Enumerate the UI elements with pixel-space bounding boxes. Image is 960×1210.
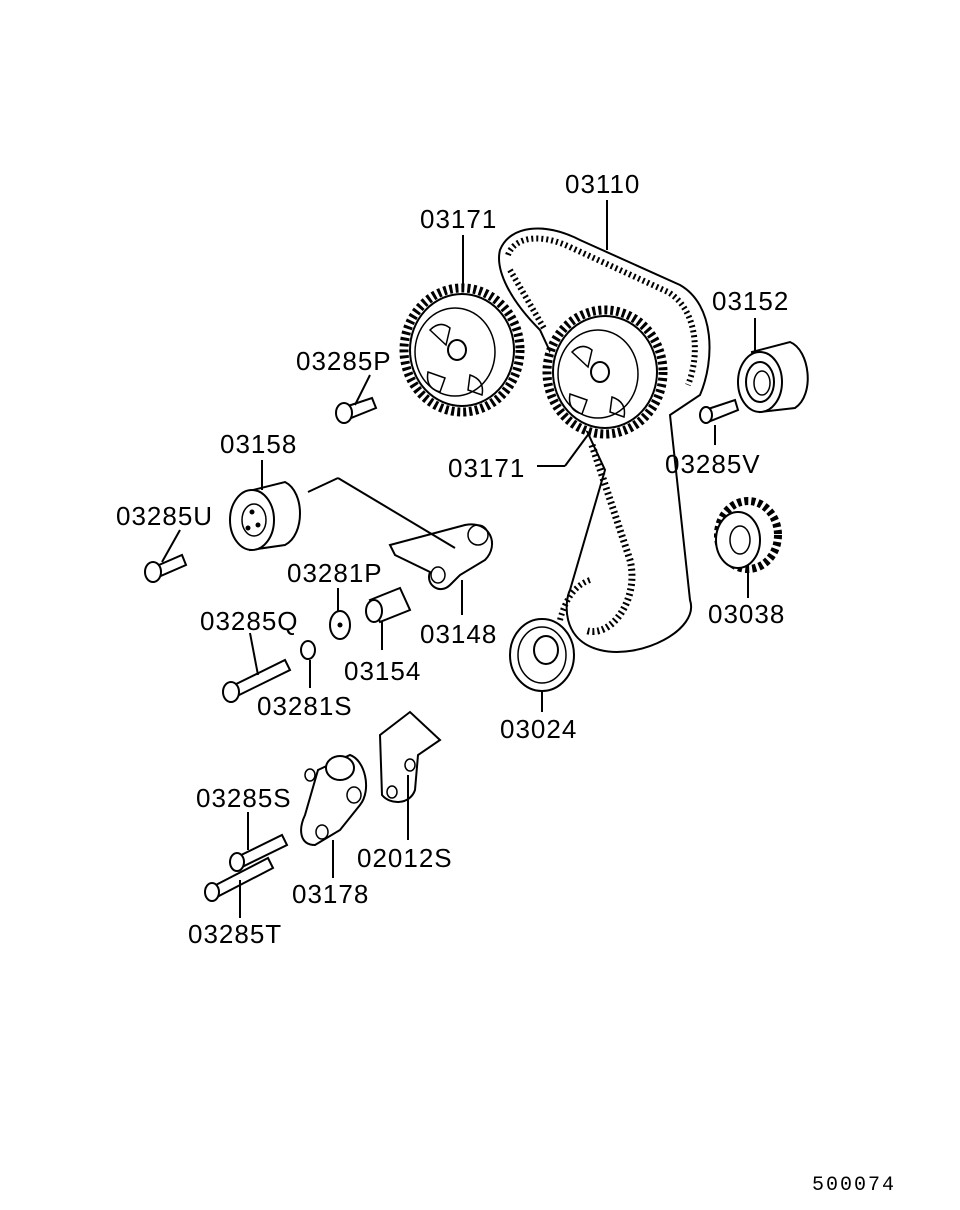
part-label-03285p: 03285P bbox=[296, 346, 392, 376]
part-label-03281p: 03281P bbox=[287, 558, 383, 588]
leader-lines bbox=[161, 200, 756, 918]
crank-flange-drawing bbox=[509, 618, 575, 692]
bolt-03285u-drawing bbox=[144, 553, 188, 583]
part-label-03171-right: 03171 bbox=[448, 453, 525, 483]
bolt-03285q-drawing bbox=[222, 658, 292, 703]
timing-belt-drawing bbox=[498, 227, 711, 653]
washer-03281p-drawing bbox=[329, 610, 351, 640]
tensioner-pulley-drawing bbox=[229, 480, 301, 552]
part-label-03281s: 03281S bbox=[257, 691, 353, 721]
washer-03281s-drawing bbox=[300, 640, 316, 660]
camshaft-sprocket-right-drawing bbox=[542, 305, 668, 439]
auto-tensioner-drawing bbox=[300, 753, 368, 847]
part-label-03171-left: 03171 bbox=[420, 204, 497, 234]
idler-pulley-drawing bbox=[737, 340, 809, 414]
bolt-03285t-drawing bbox=[204, 856, 275, 902]
crankshaft-sprocket-drawing bbox=[714, 497, 782, 573]
part-label-03024: 03024 bbox=[500, 714, 577, 744]
part-label-03285u: 03285U bbox=[116, 501, 213, 531]
bracket-drawing bbox=[378, 710, 442, 803]
part-label-03285v: 03285V bbox=[665, 449, 761, 479]
part-label-03285s: 03285S bbox=[196, 783, 292, 813]
tensioner-arm-drawing bbox=[388, 523, 494, 591]
bolt-03285s-drawing bbox=[229, 833, 289, 872]
part-label-03152: 03152 bbox=[712, 286, 789, 316]
part-label-03285t: 03285T bbox=[188, 919, 282, 949]
part-label-02012s: 02012S bbox=[357, 843, 453, 873]
diagram-reference-number: 500074 bbox=[812, 1174, 896, 1197]
part-label-03178: 03178 bbox=[292, 879, 369, 909]
part-label-03158: 03158 bbox=[220, 429, 297, 459]
part-label-03110: 03110 bbox=[565, 169, 640, 199]
bolt-03285p-drawing bbox=[335, 396, 378, 424]
bolt-03285v-drawing bbox=[699, 398, 740, 424]
part-label-03148: 03148 bbox=[420, 619, 497, 649]
camshaft-sprocket-left-drawing bbox=[399, 283, 525, 417]
part-label-03038: 03038 bbox=[708, 599, 785, 629]
part-label-03285q: 03285Q bbox=[200, 606, 299, 636]
part-label-03154: 03154 bbox=[344, 656, 421, 686]
collar-drawing bbox=[365, 586, 412, 624]
